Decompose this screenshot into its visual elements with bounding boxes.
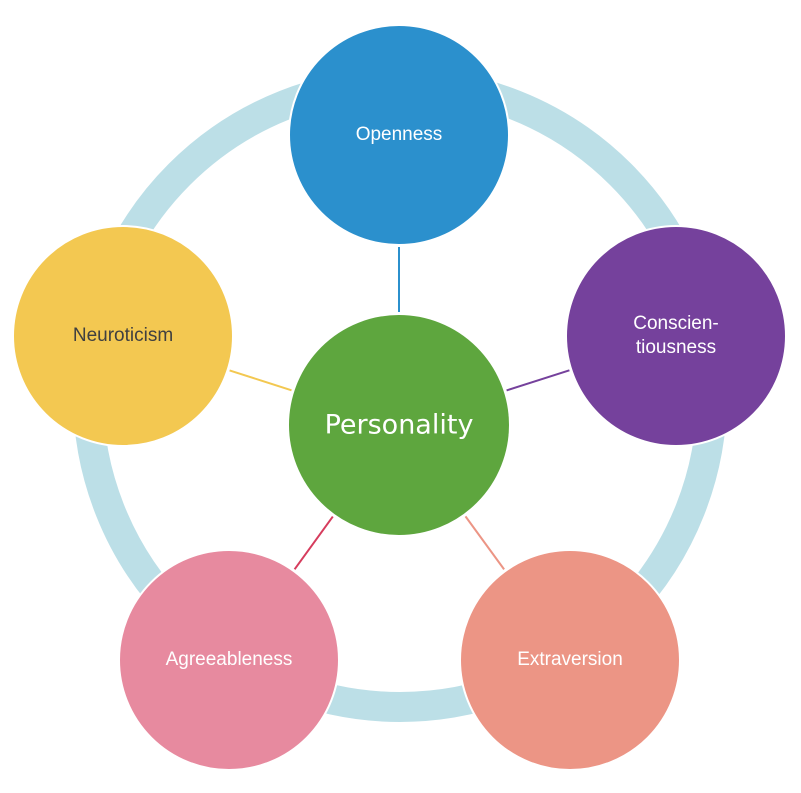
openness-circle: [288, 24, 510, 246]
connector-conscientiousness: [506, 369, 570, 392]
agreeableness-circle: [118, 549, 340, 771]
agreeableness-label: Agreeableness: [166, 649, 293, 670]
node-extraversion: Extraversion: [459, 549, 681, 771]
center-circle: [287, 313, 511, 537]
extraversion-label: Extraversion: [517, 649, 623, 670]
center-label: Personality: [325, 410, 474, 441]
openness-label: Openness: [356, 124, 443, 145]
conscientiousness-label-line-1: Conscien-: [633, 313, 719, 334]
connector-neuroticism: [229, 369, 292, 392]
neuroticism-circle: [12, 225, 234, 447]
node-conscientiousness: Conscien-tiousness: [565, 225, 787, 447]
connector-agreeableness: [293, 516, 334, 570]
extraversion-circle: [459, 549, 681, 771]
connector-extraversion: [464, 515, 505, 570]
node-neuroticism: Neuroticism: [12, 225, 234, 447]
conscientiousness-circle: [565, 225, 787, 447]
neuroticism-label: Neuroticism: [73, 325, 173, 346]
connectors: [229, 247, 570, 570]
conscientiousness-label-line-2: tiousness: [636, 337, 716, 358]
node-openness: Openness: [288, 24, 510, 246]
node-agreeableness: Agreeableness: [118, 549, 340, 771]
center-node: Personality: [287, 313, 511, 537]
